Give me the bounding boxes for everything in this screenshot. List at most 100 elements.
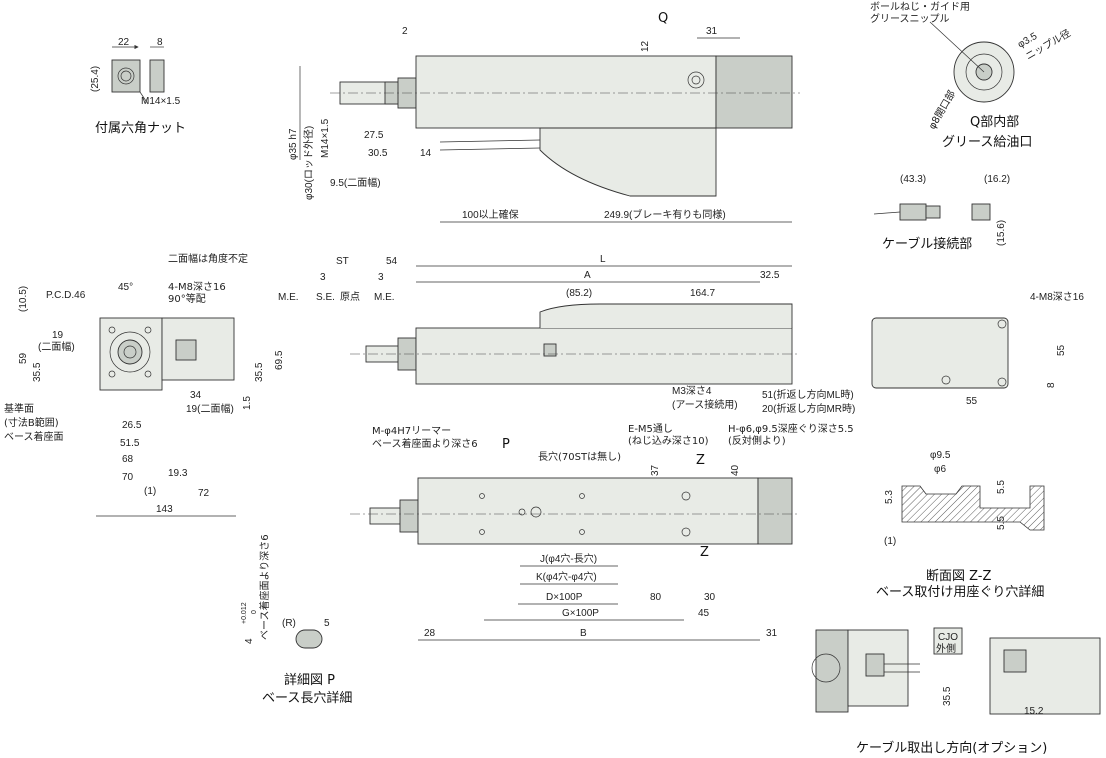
svg-text:(反対側より): (反対側より) xyxy=(728,434,786,447)
svg-text:(25.4): (25.4) xyxy=(90,66,101,92)
svg-text:8: 8 xyxy=(157,37,163,48)
svg-text:外側: 外側 xyxy=(936,642,956,655)
svg-text:(1): (1) xyxy=(884,536,896,547)
svg-text:15.2: 15.2 xyxy=(1024,706,1044,717)
svg-text:B: B xyxy=(580,628,587,639)
svg-text:(1): (1) xyxy=(144,486,156,497)
svg-text:249.9(ブレーキ有りも同様): 249.9(ブレーキ有りも同様) xyxy=(604,208,726,221)
svg-text:(43.3): (43.3) xyxy=(900,174,926,185)
svg-text:+0.012: +0.012 xyxy=(241,602,248,624)
svg-text:A: A xyxy=(584,270,591,281)
svg-text:二面幅は角度不定: 二面幅は角度不定 xyxy=(168,252,248,265)
svg-text:D×100P: D×100P xyxy=(546,592,583,603)
connector-plug xyxy=(899,203,927,221)
svg-text:20(折返し方向MR時): 20(折返し方向MR時) xyxy=(762,402,855,415)
svg-text:69.5: 69.5 xyxy=(274,350,285,370)
hex-nut-front xyxy=(111,59,141,93)
svg-text:4-M8深さ16: 4-M8深さ16 xyxy=(1030,291,1084,303)
svg-text:3: 3 xyxy=(320,272,326,283)
svg-text:ベース着座面より深さ6: ベース着座面より深さ6 xyxy=(372,437,478,450)
section-zz-view: φ9.5 φ6 5.3 5.5 5.5 (1) 断面図 Z-Z ベース取付け用座… xyxy=(876,450,1045,600)
svg-text:0: 0 xyxy=(251,610,258,614)
svg-text:(R): (R) xyxy=(282,618,296,629)
svg-text:Z: Z xyxy=(696,453,705,468)
svg-text:26.5: 26.5 xyxy=(122,420,142,431)
slot-shape xyxy=(295,629,323,649)
cable-exit-block-b xyxy=(989,637,1101,715)
svg-text:M.E.: M.E. xyxy=(374,292,395,303)
q-detail-view: ボールねじ・ガイド用 グリースニップル φ3.5 ニップル径 φ8開口部 Q部内… xyxy=(870,1,1073,150)
svg-text:5: 5 xyxy=(324,618,330,629)
svg-text:H-φ6,φ9.5深座ぐり深さ5.5: H-φ6,φ9.5深座ぐり深さ5.5 xyxy=(728,422,854,435)
svg-text:(寸法B範囲): (寸法B範囲) xyxy=(4,416,59,429)
svg-text:K(φ4穴-φ4穴): K(φ4穴-φ4穴) xyxy=(536,570,597,583)
svg-text:5.5: 5.5 xyxy=(996,516,1007,530)
svg-text:37: 37 xyxy=(650,464,661,476)
svg-text:40: 40 xyxy=(730,464,741,476)
actuator-body-side xyxy=(415,327,793,385)
svg-text:8: 8 xyxy=(1046,382,1057,388)
svg-text:34: 34 xyxy=(190,390,202,401)
svg-text:M-φ4H7リーマー: M-φ4H7リーマー xyxy=(372,426,451,437)
svg-text:(10.5): (10.5) xyxy=(18,286,29,312)
rear-view: 4-M8深さ16 55 55 8 xyxy=(871,291,1084,407)
svg-text:断面図 Z-Z: 断面図 Z-Z xyxy=(926,569,992,584)
svg-text:90°等配: 90°等配 xyxy=(168,292,206,305)
svg-text:19: 19 xyxy=(52,330,64,341)
svg-text:φ8開口部: φ8開口部 xyxy=(925,88,958,132)
svg-text:31: 31 xyxy=(766,628,778,639)
svg-text:Q部内部: Q部内部 xyxy=(970,114,1019,130)
svg-text:P: P xyxy=(502,437,510,452)
top-view: Q 2 31 12 φ35 h7 φ30(ロッド外径) M14×1.5 27.5… xyxy=(288,11,800,223)
svg-text:M3深さ4: M3深さ4 xyxy=(672,385,712,397)
svg-text:グリース給油口: グリース給油口 xyxy=(942,135,1032,150)
svg-text:詳細図 P: 詳細図 P xyxy=(284,672,335,688)
svg-text:100以上確保: 100以上確保 xyxy=(462,208,519,221)
base-plate xyxy=(417,477,759,545)
svg-text:E-M5通し: E-M5通し xyxy=(628,423,673,435)
svg-text:14: 14 xyxy=(420,148,432,159)
end-view: 45° P.C.D.46 二面幅は角度不定 4-M8深さ16 90°等配 (10… xyxy=(4,252,285,517)
svg-text:35.5: 35.5 xyxy=(254,362,265,382)
svg-text:68: 68 xyxy=(122,454,134,465)
svg-text:ケーブル取出し方向(オプション): ケーブル取出し方向(オプション) xyxy=(856,740,1047,756)
hex-nut-view: 22 8 (25.4) M14×1.5 付属六角ナット xyxy=(90,37,186,136)
svg-text:4: 4 xyxy=(244,638,255,644)
svg-text:35.5: 35.5 xyxy=(942,686,953,706)
svg-text:1.5: 1.5 xyxy=(242,396,253,410)
svg-text:59: 59 xyxy=(18,352,29,364)
svg-text:ベース着座面より深さ6: ベース着座面より深さ6 xyxy=(258,534,271,640)
svg-text:(15.6): (15.6) xyxy=(996,220,1007,246)
svg-text:55: 55 xyxy=(966,396,978,407)
svg-text:ST: ST xyxy=(336,256,349,267)
svg-text:80: 80 xyxy=(650,592,662,603)
svg-text:164.7: 164.7 xyxy=(690,288,715,299)
svg-text:ボールねじ・ガイド用: ボールねじ・ガイド用 xyxy=(870,1,970,13)
svg-text:長穴(70STは無し): 長穴(70STは無し) xyxy=(538,450,621,463)
svg-text:19.3: 19.3 xyxy=(168,468,188,479)
svg-text:M14×1.5: M14×1.5 xyxy=(320,118,331,158)
svg-text:2: 2 xyxy=(402,26,408,37)
svg-text:φ9.5: φ9.5 xyxy=(930,450,951,461)
svg-text:55: 55 xyxy=(1056,344,1067,356)
section-hatch xyxy=(901,485,1045,531)
svg-text:30: 30 xyxy=(704,592,716,603)
svg-text:70: 70 xyxy=(122,472,134,483)
svg-text:φ35 h7: φ35 h7 xyxy=(288,128,299,160)
svg-text:5.3: 5.3 xyxy=(884,490,895,504)
motor-cover xyxy=(715,55,793,129)
svg-text:(アース接続用): (アース接続用) xyxy=(672,398,738,411)
bottom-rod xyxy=(369,507,403,525)
svg-text:72: 72 xyxy=(198,488,210,499)
svg-text:45: 45 xyxy=(698,608,710,619)
svg-text:27.5: 27.5 xyxy=(364,130,384,141)
svg-text:4-M8深さ16: 4-M8深さ16 xyxy=(168,281,226,293)
svg-text:ベース着座面: ベース着座面 xyxy=(4,430,64,443)
cable-exit-view: CJO 外側 35.5 15.2 ケーブル取出し方向(オプション) xyxy=(811,627,1101,756)
svg-text:9.5(二面幅): 9.5(二面幅) xyxy=(330,176,381,189)
svg-text:φ30(ロッド外径): φ30(ロッド外径) xyxy=(302,126,315,200)
svg-text:51(折返し方向ML時): 51(折返し方向ML時) xyxy=(762,388,854,401)
svg-text:Z: Z xyxy=(700,545,709,560)
svg-text:グリースニップル: グリースニップル xyxy=(870,12,950,25)
